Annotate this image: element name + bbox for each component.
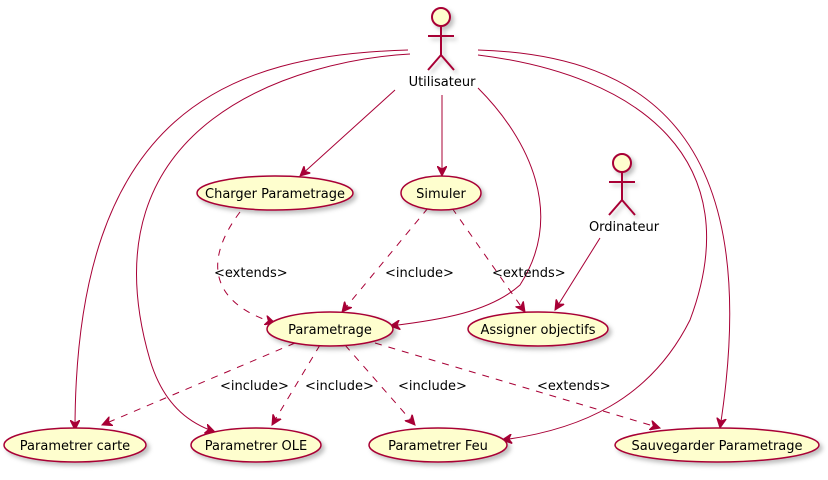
edge-utilisateur-ole: [136, 53, 411, 432]
edge-parametrage-ole: [272, 344, 321, 425]
usecase-sauvegarder-parametrage-label: Sauvegarder Parametrage: [631, 439, 802, 454]
edge-simuler-assigner: [451, 207, 525, 312]
edge-utilisateur-sauvegarder: [477, 49, 731, 428]
edge-utilisateur-carte: [75, 49, 409, 430]
actor-ordinateur: [608, 153, 636, 216]
usecase-parametrer-carte-label: Parametrer carte: [20, 439, 130, 454]
edge-simuler-parametrage: [342, 207, 429, 312]
usecase-parametrer-ole-label: Parametrer OLE: [205, 439, 308, 454]
edge-utilisateur-parametrage: [390, 87, 542, 326]
actor-body-icon: [608, 172, 636, 216]
label-parametrage-ole: <include>: [305, 379, 374, 394]
usecase-charger-parametrage-label: Charger Parametrage: [205, 187, 345, 202]
actor-ordinateur-label: Ordinateur: [589, 220, 660, 235]
usecase-assigner-objectifs-label: Assigner objectifs: [480, 323, 595, 338]
usecase-simuler-label: Simuler: [416, 187, 466, 202]
label-parametrage-sauvegarder: <extends>: [537, 379, 611, 394]
edge-charger-parametrage: [217, 211, 275, 323]
usecase-assigner-objectifs: Assigner objectifs: [467, 311, 609, 347]
label-simuler-assigner: <extends>: [492, 266, 566, 281]
edge-utilisateur-charger: [300, 89, 396, 176]
usecase-parametrer-feu: Parametrer Feu: [368, 427, 508, 463]
usecase-parametrage: Parametrage: [266, 311, 394, 347]
actor-utilisateur: [427, 7, 455, 71]
actor-head-icon: [431, 7, 451, 27]
usecase-charger-parametrage: Charger Parametrage: [196, 175, 354, 211]
usecase-parametrer-feu-label: Parametrer Feu: [388, 439, 488, 454]
edge-ordinateur-assigner: [555, 237, 601, 310]
usecase-parametrer-ole: Parametrer OLE: [190, 427, 322, 463]
label-charger-parametrage: <extends>: [214, 266, 288, 281]
usecase-parametrage-label: Parametrage: [288, 323, 372, 338]
label-simuler-parametrage: <include>: [385, 266, 454, 281]
actor-utilisateur-label: Utilisateur: [409, 75, 477, 90]
edge-utilisateur-feu: [477, 54, 708, 440]
edge-parametrage-feu: [344, 344, 415, 425]
usecase-parametrer-carte: Parametrer carte: [3, 427, 147, 463]
usecase-simuler: Simuler: [400, 175, 482, 211]
actor-head-icon: [612, 153, 632, 173]
label-parametrage-feu: <include>: [398, 379, 467, 394]
usecase-sauvegarder-parametrage: Sauvegarder Parametrage: [614, 427, 820, 463]
label-parametrage-carte: <include>: [220, 379, 289, 394]
edge-parametrage-carte: [102, 342, 296, 425]
actor-body-icon: [427, 26, 455, 71]
